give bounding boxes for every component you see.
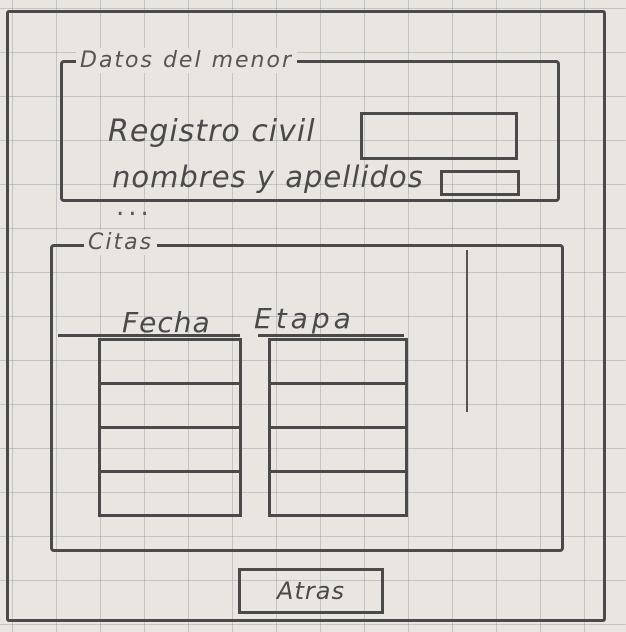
datos-menor-legend: Datos del menor (76, 48, 297, 73)
fecha-cell[interactable] (98, 382, 242, 429)
citas-group (50, 244, 564, 552)
fecha-cell[interactable] (98, 470, 242, 517)
registro-civil-input[interactable] (360, 112, 518, 160)
fecha-cell[interactable] (98, 426, 242, 473)
main-window (6, 10, 606, 622)
divider-line (466, 250, 468, 412)
header-underline (258, 334, 404, 337)
back-button[interactable]: Atras (238, 568, 384, 614)
column-header-etapa: Etapa (254, 302, 355, 335)
column-header-fecha: Fecha (122, 306, 211, 339)
header-underline (58, 334, 240, 337)
fecha-cell[interactable] (98, 338, 242, 385)
registro-civil-label: Registro civil (108, 114, 316, 149)
etapa-cell[interactable] (268, 338, 408, 385)
citas-legend: Citas (84, 230, 158, 255)
etapa-column (268, 338, 408, 528)
etapa-cell[interactable] (268, 470, 408, 517)
nombres-apellidos-label: nombres y apellidos (112, 160, 424, 194)
datos-menor-group (60, 60, 560, 202)
more-fields-ellipsis: ... (116, 192, 153, 222)
etapa-cell[interactable] (268, 426, 408, 473)
fecha-column (98, 338, 242, 526)
etapa-cell[interactable] (268, 382, 408, 429)
nombres-apellidos-input[interactable] (440, 170, 520, 196)
